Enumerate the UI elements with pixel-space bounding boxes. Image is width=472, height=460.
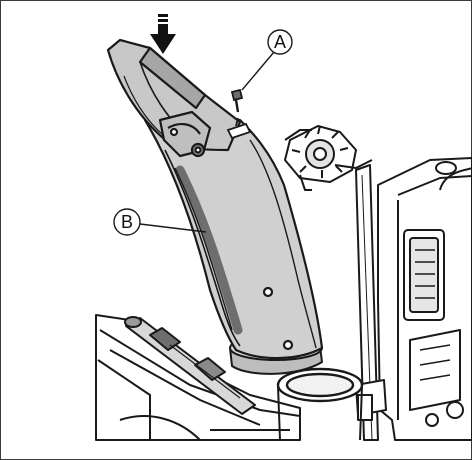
callout-a: A	[241, 29, 293, 91]
engine-housing	[377, 157, 472, 441]
callout-b-label: B	[121, 212, 133, 232]
callout-a-leader	[241, 51, 275, 91]
callout-b-circle	[113, 208, 141, 236]
callout-a-label: A	[274, 32, 286, 52]
chute-rotation-gear	[284, 125, 373, 191]
discharge-chute	[143, 118, 324, 360]
chute-deflector	[106, 38, 242, 158]
discharge-opening-ring	[276, 367, 364, 441]
callout-b-leader	[139, 223, 207, 233]
clean-out-tool	[124, 316, 256, 415]
callout-a-circle	[267, 29, 293, 55]
callout-b: B	[113, 208, 207, 236]
down-arrow-icon	[150, 14, 176, 54]
deflector-mount-bolt	[226, 88, 252, 140]
